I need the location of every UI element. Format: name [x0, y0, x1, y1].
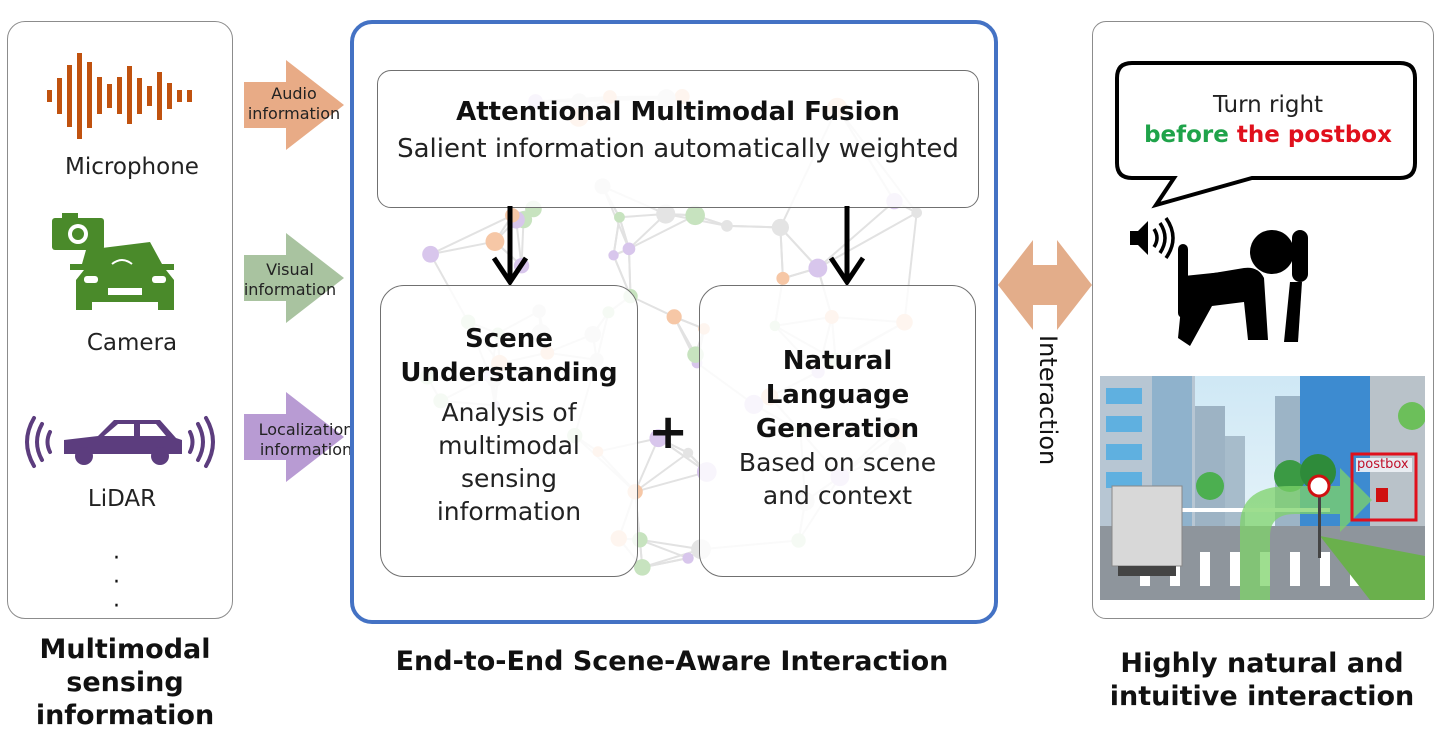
network-edge: [726, 224, 781, 229]
network-edge: [642, 548, 702, 569]
audio-arrow-label: Audio information: [238, 84, 350, 124]
network-edge: [634, 437, 660, 493]
down-arrow-icon: [491, 206, 529, 286]
nlg-text-line: Based on scene: [738, 448, 937, 477]
network-edge: [634, 452, 689, 493]
ellipsis-dot: ·: [113, 594, 120, 619]
nlg-box: Natural Language Generation Based on sce…: [699, 285, 976, 577]
caption-line: intuitive interaction: [1109, 681, 1415, 712]
scene-title-line: Scene: [465, 324, 553, 354]
nlg-text-line: and context: [762, 481, 913, 510]
caption-line: information: [35, 700, 215, 731]
speech-line-2: before the postbox: [1118, 122, 1418, 148]
scene-text-line: information: [436, 497, 582, 526]
ellipsis-dot: ·: [113, 570, 120, 595]
network-node: [485, 232, 505, 251]
interaction-label: Interaction: [1034, 335, 1062, 466]
speech-highlight-before: before: [1144, 122, 1229, 148]
plus-icon: +: [648, 404, 689, 460]
sensor-label-microphone: Microphone: [65, 154, 199, 180]
scene-text-line: sensing: [461, 464, 557, 493]
left-caption: Multimodal sensing information: [0, 633, 250, 732]
speech-highlight-postbox: the postbox: [1236, 122, 1392, 148]
fusion-subtitle: Salient information automatically weight…: [397, 134, 959, 164]
driver-icon: [1178, 230, 1308, 346]
network-node: [634, 559, 651, 576]
center-caption: End-to-End Scene-Aware Interaction: [395, 646, 949, 677]
speech-bubble: [1115, 61, 1417, 209]
network-edge: [430, 214, 513, 256]
arrow-label-line: Localization: [258, 420, 354, 439]
network-node: [911, 207, 923, 219]
network-node: [656, 204, 676, 224]
network-node: [608, 250, 619, 261]
localization-arrow-icon: [244, 392, 344, 482]
postbox-tag: postbox: [1357, 457, 1409, 472]
caption-line: sensing: [66, 667, 184, 698]
network-node: [682, 552, 694, 564]
sensor-panel: [7, 21, 233, 619]
arrow-label-line: Audio: [271, 84, 317, 103]
caption-line: Highly natural and: [1120, 648, 1404, 679]
network-edge: [639, 538, 702, 551]
network-edge: [430, 240, 496, 256]
arrow-label-line: information: [247, 104, 341, 123]
network-node: [683, 447, 694, 458]
network-edge: [817, 200, 896, 269]
waveform-icon: [47, 53, 192, 139]
fusion-title: Attentional Multimodal Fusion: [456, 97, 900, 127]
lidar-car-icon: [25, 416, 215, 468]
caption-line: Multimodal: [39, 634, 211, 665]
network-edge: [628, 214, 696, 250]
network-node: [685, 205, 705, 226]
arrow-label-line: information: [259, 440, 353, 459]
network-node: [771, 218, 789, 237]
right-caption: Highly natural and intuitive interaction: [1092, 647, 1432, 713]
nlg-title-line: Generation: [755, 414, 920, 444]
visual-arrow-icon: [244, 233, 344, 323]
nlg-title-line: Language: [765, 380, 910, 410]
arrow-label-line: information: [243, 280, 337, 299]
nlg-title-line: Natural: [782, 346, 893, 376]
scene-title-line: Understanding: [400, 358, 618, 388]
sensor-label-camera: Camera: [86, 330, 178, 356]
down-arrow-icon: [828, 206, 866, 286]
network-node: [666, 309, 682, 325]
network-edge: [612, 217, 621, 256]
scene-text-line: Analysis of: [441, 398, 577, 427]
ellipsis-dot: ·: [113, 546, 120, 571]
street-scene-image: [1100, 376, 1425, 600]
visual-arrow-label: Visual information: [234, 260, 346, 300]
network-node: [614, 211, 625, 223]
network-node: [422, 245, 439, 263]
network-node: [808, 258, 828, 278]
scene-understanding-box: Scene Understanding Analysis of multimod…: [380, 285, 638, 577]
scene-text-line: multimodal: [438, 431, 580, 460]
network-node: [649, 429, 668, 448]
fusion-box: Attentional Multimodal Fusion Salient in…: [377, 70, 979, 208]
network-node: [776, 271, 790, 285]
localization-arrow-label: Localization information: [250, 420, 362, 460]
sensor-label-lidar: LiDAR: [87, 486, 157, 512]
network-node: [721, 220, 733, 232]
network-edge: [627, 248, 632, 297]
audio-arrow-icon: [244, 60, 344, 150]
bidirectional-arrow-icon: [998, 240, 1092, 330]
network-edge: [634, 471, 708, 493]
speech-line-1: Turn right: [1212, 92, 1324, 118]
network-edge: [630, 295, 675, 318]
speaker-icon: [1130, 216, 1175, 260]
camera-car-icon: [52, 213, 174, 310]
arrow-label-line: Visual: [266, 260, 314, 279]
network-node: [622, 242, 636, 256]
